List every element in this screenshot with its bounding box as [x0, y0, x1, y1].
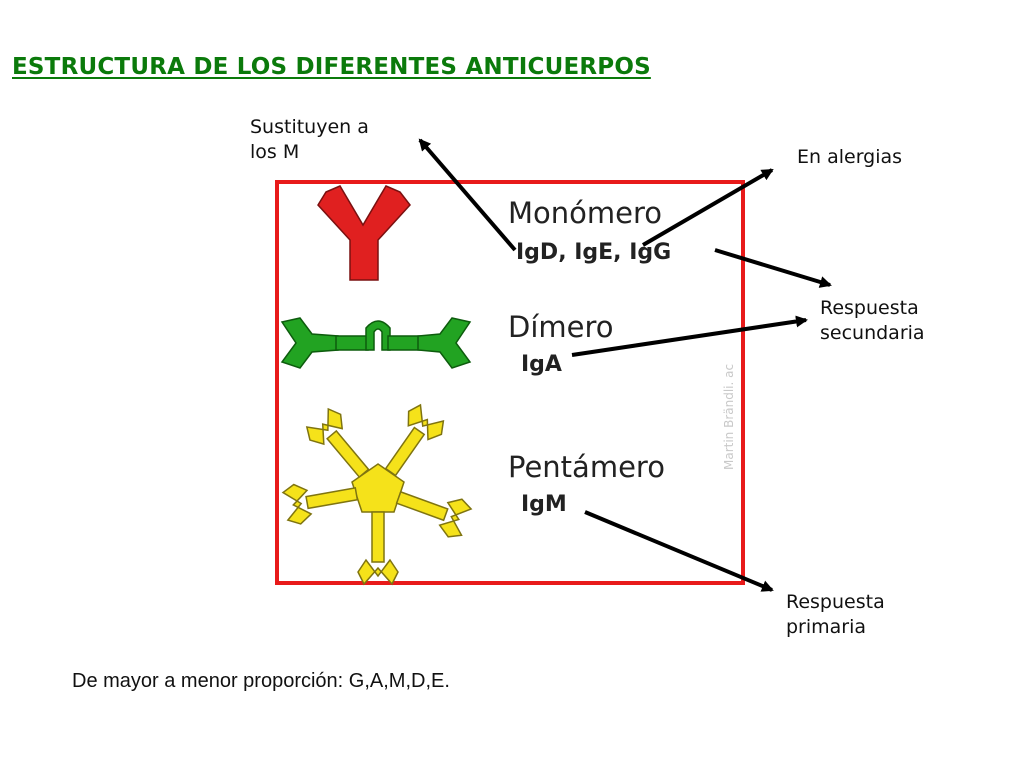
- note-secundaria-line1: Respuesta: [820, 297, 919, 319]
- label-monomero-subtypes: IgD, IgE, IgG: [516, 240, 672, 265]
- note-primaria-line1: Respuesta: [786, 591, 885, 613]
- label-pentamero: Pentámero: [508, 450, 665, 484]
- arrow-secundaria-iga: [571, 315, 808, 357]
- arrow-secundaria-igg: [714, 248, 832, 288]
- arrow-alergias: [641, 168, 774, 247]
- label-monomero: Monómero: [508, 196, 663, 230]
- note-secundaria: Respuesta secundaria: [820, 296, 925, 346]
- monomer-antibody-icon: [317, 185, 411, 281]
- label-pentamero-subtypes: IgM: [521, 492, 567, 517]
- pentamer-antibody-icon: [281, 403, 473, 586]
- dimer-antibody-icon: [280, 317, 472, 369]
- note-sustituyen: Sustituyen a los M: [250, 115, 369, 165]
- note-secundaria-line2: secundaria: [820, 322, 925, 344]
- note-primaria-line2: primaria: [786, 616, 867, 638]
- note-alergias: En alergias: [797, 146, 903, 168]
- antibody-figure-frame: [275, 180, 745, 585]
- arrow-primaria: [584, 510, 774, 592]
- arrow-sustituyen: [418, 138, 517, 252]
- label-dimero: Dímero: [508, 310, 614, 344]
- footer-note: De mayor a menor proporción: G,A,M,D,E.: [72, 670, 450, 692]
- figure-watermark: Martin Brändli. ac: [722, 363, 736, 470]
- page-title: ESTRUCTURA DE LOS DIFERENTES ANTICUERPOS: [12, 54, 651, 80]
- note-primaria: Respuesta primaria: [786, 590, 885, 640]
- note-sustituyen-line1: Sustituyen a: [250, 116, 369, 138]
- annotation-arrows: [418, 138, 832, 592]
- note-sustituyen-line2: los M: [250, 141, 300, 163]
- label-dimero-subtypes: IgA: [521, 352, 562, 377]
